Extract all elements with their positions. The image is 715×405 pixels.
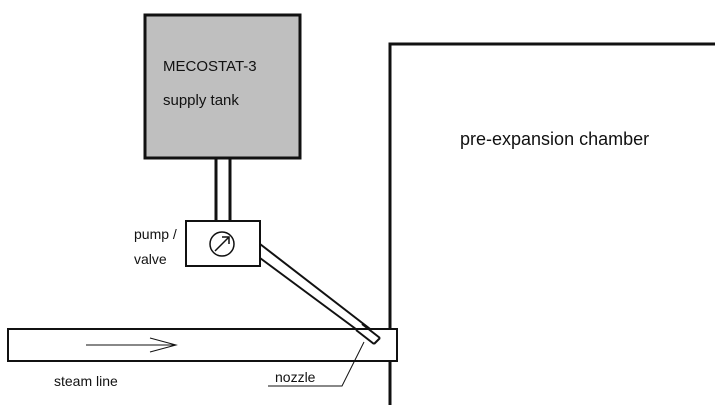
- pre-expansion-chamber: [388, 42, 715, 405]
- pump-label-line2: valve: [134, 251, 167, 267]
- pump-to-nozzle-pipe: [259, 243, 375, 339]
- pump-symbol-icon: [209, 231, 235, 257]
- supply-tank: [143, 13, 302, 160]
- steam-line-pipe: [7, 328, 398, 362]
- supply-tank-name: MECOSTAT-3: [163, 58, 257, 75]
- nozzle-leader-line: [268, 341, 365, 387]
- chamber-label: pre-expansion chamber: [460, 129, 650, 149]
- nozzle-tip: [355, 323, 381, 345]
- steam-line-label: steam line: [54, 373, 118, 389]
- tank-to-pump-pipe: [214, 158, 232, 221]
- supply-tank-description: supply tank: [163, 92, 239, 109]
- nozzle-label: nozzle: [275, 369, 316, 385]
- arrow-right-icon: [86, 337, 178, 353]
- pump-label-line1: pump /: [134, 226, 177, 242]
